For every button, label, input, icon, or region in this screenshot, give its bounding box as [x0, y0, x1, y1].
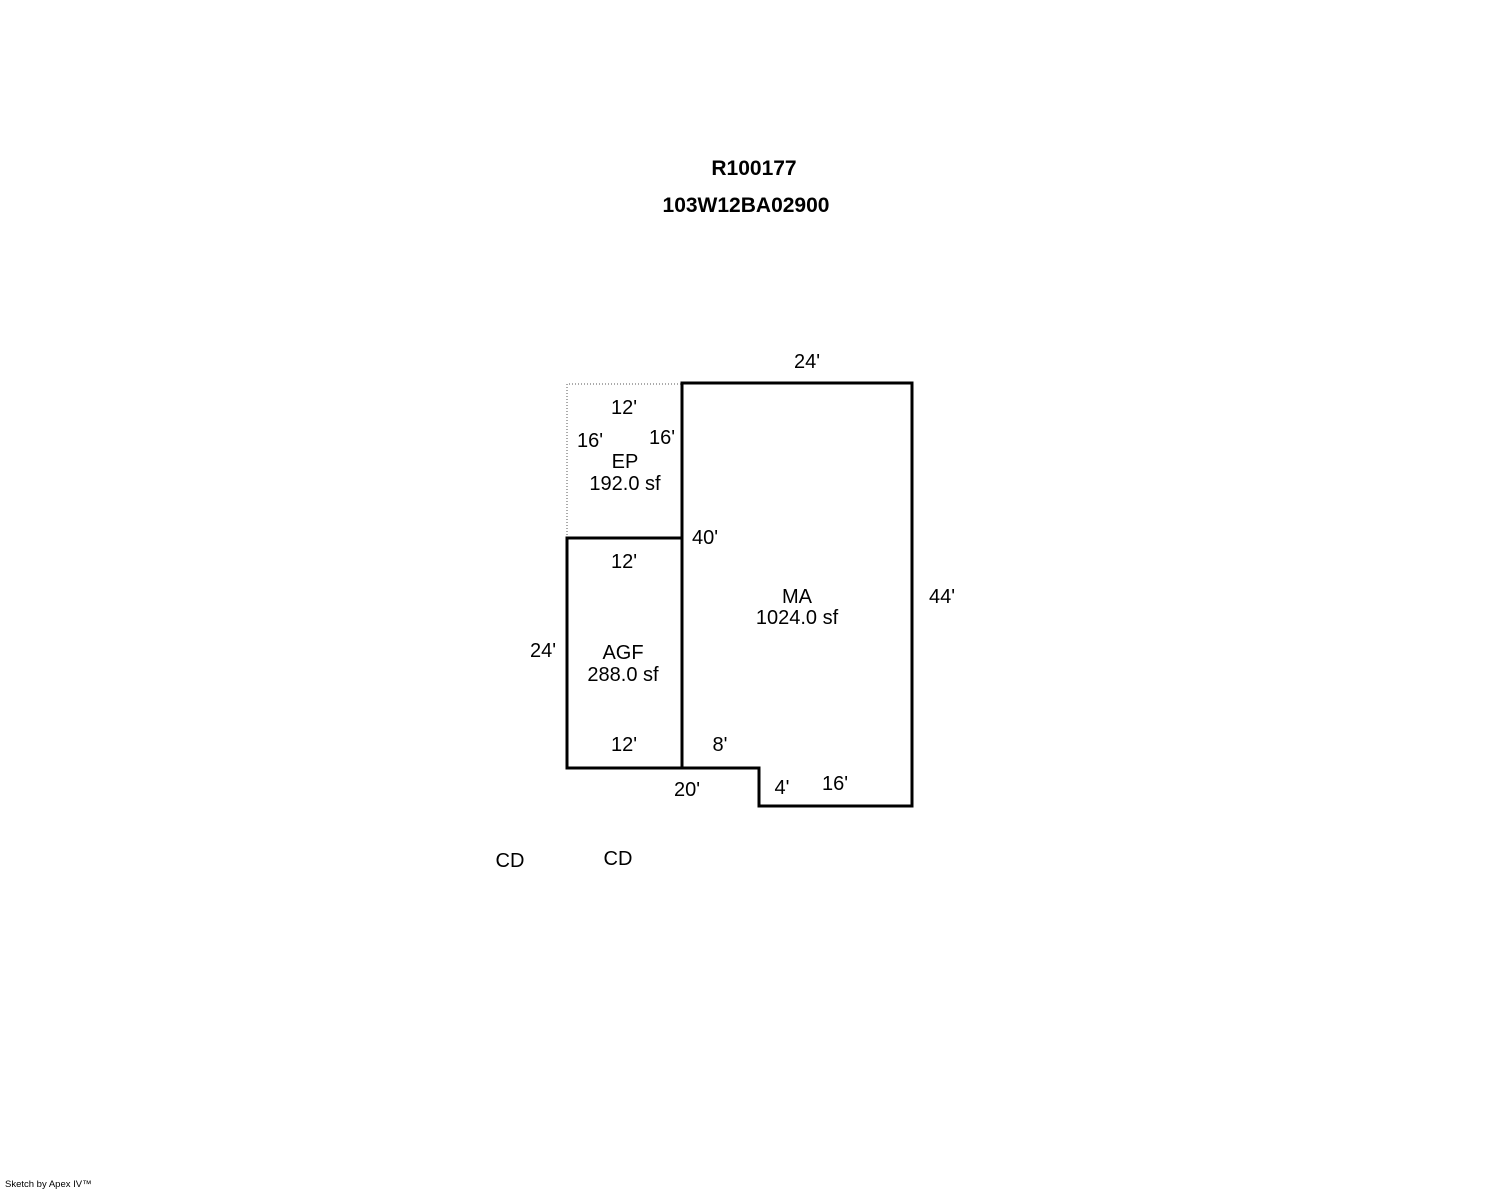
dimension-ma-notch-top: 8': [713, 734, 728, 756]
ma-code: MA: [782, 586, 813, 608]
ep-area: 192.0 sf: [589, 473, 661, 495]
ep-outline: [566, 383, 682, 538]
dimension-ma-bottom: 16': [822, 773, 848, 795]
dimension-agf-bottom: 12': [611, 734, 637, 756]
parcel-id: 103W12BA02900: [663, 194, 830, 217]
cd-marker-right: CD: [604, 848, 633, 870]
dimension-ep-left: 16': [577, 430, 603, 452]
dimension-ma-notch-side: 4': [775, 777, 790, 799]
dimension-ma-right: 44': [929, 586, 955, 608]
cd-marker-left: CD: [496, 850, 525, 872]
agf-code: AGF: [602, 642, 643, 664]
sketch-credit: Sketch by Apex IV™: [5, 1179, 92, 1190]
dimension-agf-left: 24': [530, 640, 556, 662]
dimension-lower-run: 20': [674, 779, 700, 801]
agf-area: 288.0 sf: [587, 664, 659, 686]
dimension-ep-top: 12': [611, 397, 637, 419]
agf-outline: [565, 536, 684, 770]
ep-code: EP: [612, 451, 639, 473]
dimension-agf-top: 12': [611, 551, 637, 573]
dimension-ma-left: 40': [692, 527, 718, 549]
record-id: R100177: [711, 157, 796, 180]
ma-area: 1024.0 sf: [756, 607, 839, 629]
dimension-ep-right: 16': [649, 427, 675, 449]
dimension-ma-top: 24': [794, 351, 820, 373]
